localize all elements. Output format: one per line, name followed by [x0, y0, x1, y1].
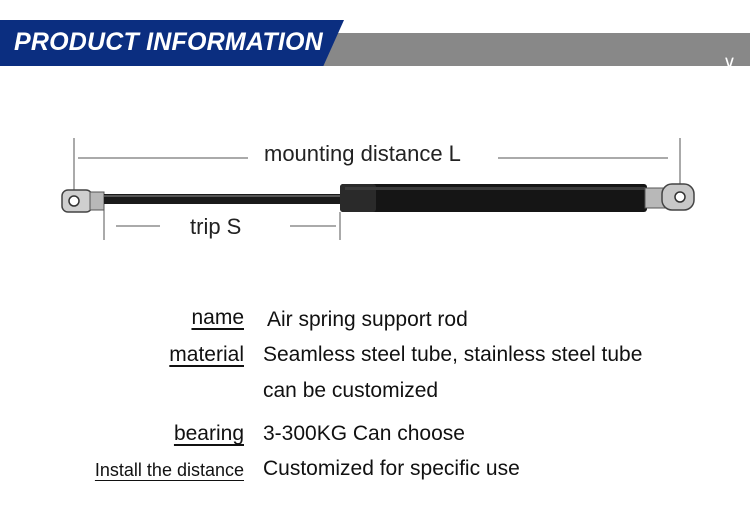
gas-spring-diagram: mounting distance L trip S: [0, 120, 750, 260]
chevron-down-icon[interactable]: ∨: [722, 52, 736, 72]
header-title-block: PRODUCT INFORMATION: [0, 20, 344, 66]
left-eye-hole: [68, 195, 80, 207]
page-title: PRODUCT INFORMATION: [14, 28, 323, 56]
spec-value-bearing: 3-300KG Can choose: [263, 422, 465, 445]
cylinder-body: [340, 184, 647, 212]
spec-value-name: Air spring support rod: [267, 308, 468, 331]
right-eye-hole: [674, 191, 686, 203]
cylinder-end-cap: [340, 184, 376, 212]
spec-value-material: Seamless steel tube, stainless steel tub…: [263, 343, 643, 366]
spec-key-install-distance: Install the distance: [94, 460, 244, 480]
spec-key-bearing: bearing: [173, 422, 244, 445]
piston-rod-highlight: [104, 195, 344, 197]
mounting-distance-label: mounting distance L: [258, 141, 467, 167]
spec-key-name: name: [191, 306, 244, 329]
cylinder-highlight: [345, 187, 645, 190]
spec-key-material: material: [169, 343, 244, 366]
spec-value-install-distance: Customized for specific use: [263, 457, 520, 480]
stroke-label: trip S: [184, 214, 248, 240]
gas-spring-illustration: [61, 138, 695, 240]
spec-value-material-line2: can be customized: [263, 379, 439, 402]
piston-rod: [104, 194, 344, 204]
left-fitting: [89, 191, 105, 211]
section-header: ∨ PRODUCT INFORMATION: [0, 20, 750, 72]
header-bar: ∨: [300, 33, 750, 72]
